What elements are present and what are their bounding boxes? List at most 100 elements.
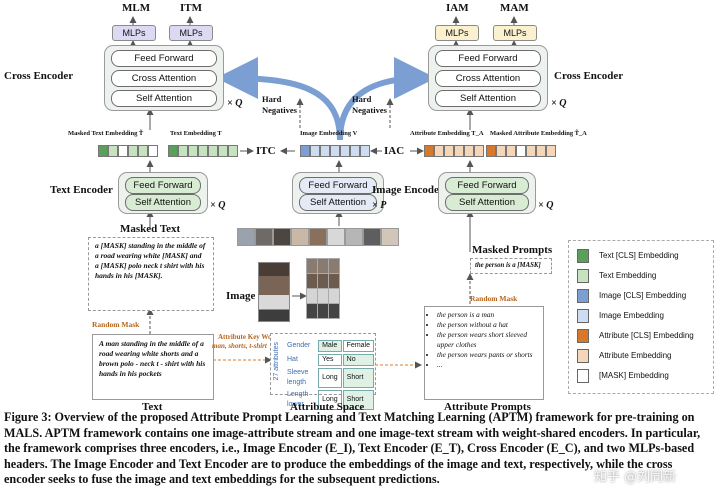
image-patch <box>328 288 340 304</box>
itm-label: ITM <box>180 2 202 14</box>
attr-encoder-repeat: × Q <box>538 200 554 211</box>
attribute-space-caption: Attribute Space <box>290 401 365 413</box>
embedding-token <box>138 145 148 157</box>
attribute-value: Short <box>342 390 374 410</box>
feed-forward-block: Feed Forward <box>299 177 377 194</box>
self-attention-block: Self Attention <box>111 90 217 107</box>
hard-negatives-left: Hard Negatives <box>262 94 297 115</box>
prompt-item: the person without a hat <box>437 320 539 330</box>
embedding-token <box>148 145 158 157</box>
embedding-token <box>128 145 138 157</box>
text-box: A man standing in the middle of a road w… <box>92 334 214 400</box>
legend-swatch <box>577 289 589 303</box>
embedding-token <box>228 145 238 157</box>
figure-caption: Figure 3: Overview of the proposed Attri… <box>4 410 701 487</box>
attribute-value: Long <box>318 368 342 388</box>
embedding-token <box>340 145 350 157</box>
legend-item: Text [CLS] Embedding <box>577 249 679 263</box>
connector-layer <box>129 16 518 369</box>
image-patch <box>291 228 309 246</box>
attribute-prompts-list: the person is a manthe person without a … <box>425 307 543 370</box>
embedding-token <box>218 145 228 157</box>
self-attention-block: Self Attention <box>445 194 529 211</box>
attribute-name: Length lower <box>287 391 309 408</box>
legend-label: Attribute Embedding <box>599 351 672 361</box>
random-mask-left: Random Mask <box>92 320 140 329</box>
embedding-token <box>178 145 188 157</box>
self-attention-block: Self Attention <box>299 194 377 211</box>
cross-attention-block: Cross Attention <box>435 70 541 87</box>
image-patch <box>345 228 363 246</box>
text-encoder: Feed Forward Self Attention <box>118 172 208 214</box>
image-patch <box>328 258 340 274</box>
mam-label: MAM <box>500 2 529 14</box>
image-patch <box>237 228 255 246</box>
legend-label: Image [CLS] Embedding <box>599 291 687 301</box>
image-patch <box>255 228 273 246</box>
embedding-token <box>434 145 444 157</box>
text-embedding-label: Text Embedding T <box>170 130 222 137</box>
legend-label: Text [CLS] Embedding <box>599 251 679 261</box>
embedding-token <box>464 145 474 157</box>
legend-item: [MASK] Embedding <box>577 369 669 383</box>
image-patch <box>381 228 399 246</box>
embedding-token <box>506 145 516 157</box>
embedding-token <box>330 145 340 157</box>
legend-swatch <box>577 329 589 343</box>
legend-swatch <box>577 349 589 363</box>
embedding-token <box>188 145 198 157</box>
person-photo <box>258 262 290 322</box>
embedding-token <box>198 145 208 157</box>
attr-keywords: man, shorts, t-shirt <box>212 342 267 350</box>
masked-text-embedding-label: Masked Text Embedding T̃ <box>68 130 144 137</box>
masked-text-content: a [MASK] standing in the middle of a roa… <box>95 241 206 280</box>
prompt-item: the person is a man <box>437 310 539 320</box>
mlps-mlm: MLPs <box>112 25 156 41</box>
embedding-token <box>108 145 118 157</box>
itc-label: ITC <box>256 145 276 157</box>
embedding-token <box>168 145 178 157</box>
embedding-token <box>300 145 310 157</box>
self-attention-block: Self Attention <box>125 194 201 211</box>
attribute-value: Yes <box>318 354 342 366</box>
masked-text-box: a [MASK] standing in the middle of a roa… <box>88 237 214 311</box>
embedding-token <box>526 145 536 157</box>
image-patch <box>327 228 345 246</box>
embedding-token <box>454 145 464 157</box>
attribute-value: No <box>342 354 374 366</box>
masked-text-title: Masked Text <box>120 223 181 235</box>
masked-prompts-title: Masked Prompts <box>472 244 553 256</box>
attribute-value: Long <box>318 390 342 410</box>
prompt-item: ... <box>437 360 539 370</box>
attribute-value: Female <box>342 340 374 352</box>
mlps-iam: MLPs <box>435 25 479 41</box>
embedding-token <box>350 145 360 157</box>
attr-count-label: 27 attributes <box>273 342 280 381</box>
mlps-mam: MLPs <box>493 25 537 41</box>
cross-encoder-left: Feed Forward Cross Attention Self Attent… <box>104 45 224 111</box>
masked-attribute-embedding-label: Masked Attribute Embedding T̃_A <box>490 130 587 137</box>
legend-swatch <box>577 249 589 263</box>
text-caption: Text <box>142 401 163 413</box>
text-encoder-repeat: × Q <box>210 200 226 211</box>
hard-negatives-right: Hard Negatives <box>352 94 387 115</box>
embedding-token <box>486 145 496 157</box>
attribute-embedding-label: Attribute Embedding T_A <box>410 130 484 137</box>
iam-label: IAM <box>446 2 469 14</box>
image-encoder: Feed Forward Self Attention <box>292 172 384 214</box>
embedding-token <box>444 145 454 157</box>
legend-item: Image [CLS] Embedding <box>577 289 686 303</box>
text-encoder-title: Text Encoder <box>50 184 113 196</box>
feed-forward-block: Feed Forward <box>111 50 217 67</box>
legend-label: [MASK] Embedding <box>599 371 669 381</box>
feed-forward-block: Feed Forward <box>445 177 529 194</box>
image-encoder-repeat: × P <box>372 200 387 211</box>
legend-item: Image Embedding <box>577 309 664 323</box>
